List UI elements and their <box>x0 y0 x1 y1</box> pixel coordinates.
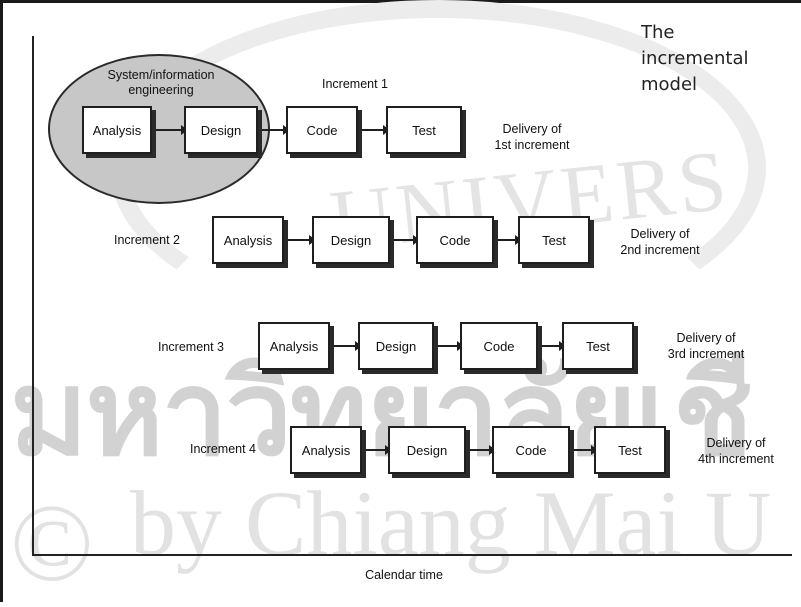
increment-1-arrow-1 <box>156 125 188 135</box>
ellipse-label: System/information engineering <box>107 68 215 97</box>
increment-3-arrow-1 <box>334 341 362 351</box>
increment-4-delivery-label: Delivery of 4th increment <box>698 436 774 466</box>
increment-1-arrow-3 <box>362 125 390 135</box>
increment-2-arrow-2 <box>394 235 420 245</box>
increment-1-analysis-stage: Analysis <box>82 106 152 154</box>
increment-3-design-stage: Design <box>358 322 434 370</box>
x-axis-line <box>32 554 792 556</box>
increment-2-arrow-1 <box>288 235 316 245</box>
increment-2-code-stage: Code <box>416 216 494 264</box>
increment-3-analysis-stage: Analysis <box>258 322 330 370</box>
increment-4-design-stage: Design <box>388 426 466 474</box>
increment-4-arrow-3 <box>574 445 598 455</box>
increment-4-label: Increment 4 <box>190 442 257 456</box>
increment-2-design-stage: Design <box>312 216 390 264</box>
increment-1-code-stage: Code <box>286 106 358 154</box>
increment-3-delivery-label: Delivery of 3rd increment <box>667 331 745 361</box>
increment-2-label: Increment 2 <box>114 233 181 247</box>
increment-1-delivery-label: Delivery of 1st increment <box>494 122 570 152</box>
increment-2-delivery-label: Delivery of 2nd increment <box>620 227 700 257</box>
increment-1-test-stage: Test <box>386 106 462 154</box>
y-axis-line <box>32 36 34 556</box>
increment-3-arrow-2 <box>438 341 464 351</box>
diagram-title: The incremental model <box>641 22 749 95</box>
frame-left-border <box>0 0 3 602</box>
increment-3-code-stage: Code <box>460 322 538 370</box>
increment-4-analysis-stage: Analysis <box>290 426 362 474</box>
x-axis-label: Calendar time <box>365 568 443 582</box>
increment-3-test-stage: Test <box>562 322 634 370</box>
increment-1-arrow-2 <box>262 125 290 135</box>
increment-1-design-stage: Design <box>184 106 258 154</box>
increment-3-label: Increment 3 <box>158 340 225 354</box>
increment-4-code-stage: Code <box>492 426 570 474</box>
watermark-copyright-symbol: © <box>10 482 94 604</box>
watermark-by-chiang-mai-text: by Chiang Mai U <box>130 472 772 574</box>
increment-3-arrow-3 <box>542 341 566 351</box>
increment-4-arrow-1 <box>366 445 392 455</box>
increment-2-analysis-stage: Analysis <box>212 216 284 264</box>
increment-4-arrow-2 <box>470 445 496 455</box>
frame-top-border <box>0 0 801 3</box>
increment-1-label: Increment 1 <box>322 77 389 91</box>
increment-2-test-stage: Test <box>518 216 590 264</box>
increment-4-test-stage: Test <box>594 426 666 474</box>
increment-2-arrow-3 <box>498 235 522 245</box>
